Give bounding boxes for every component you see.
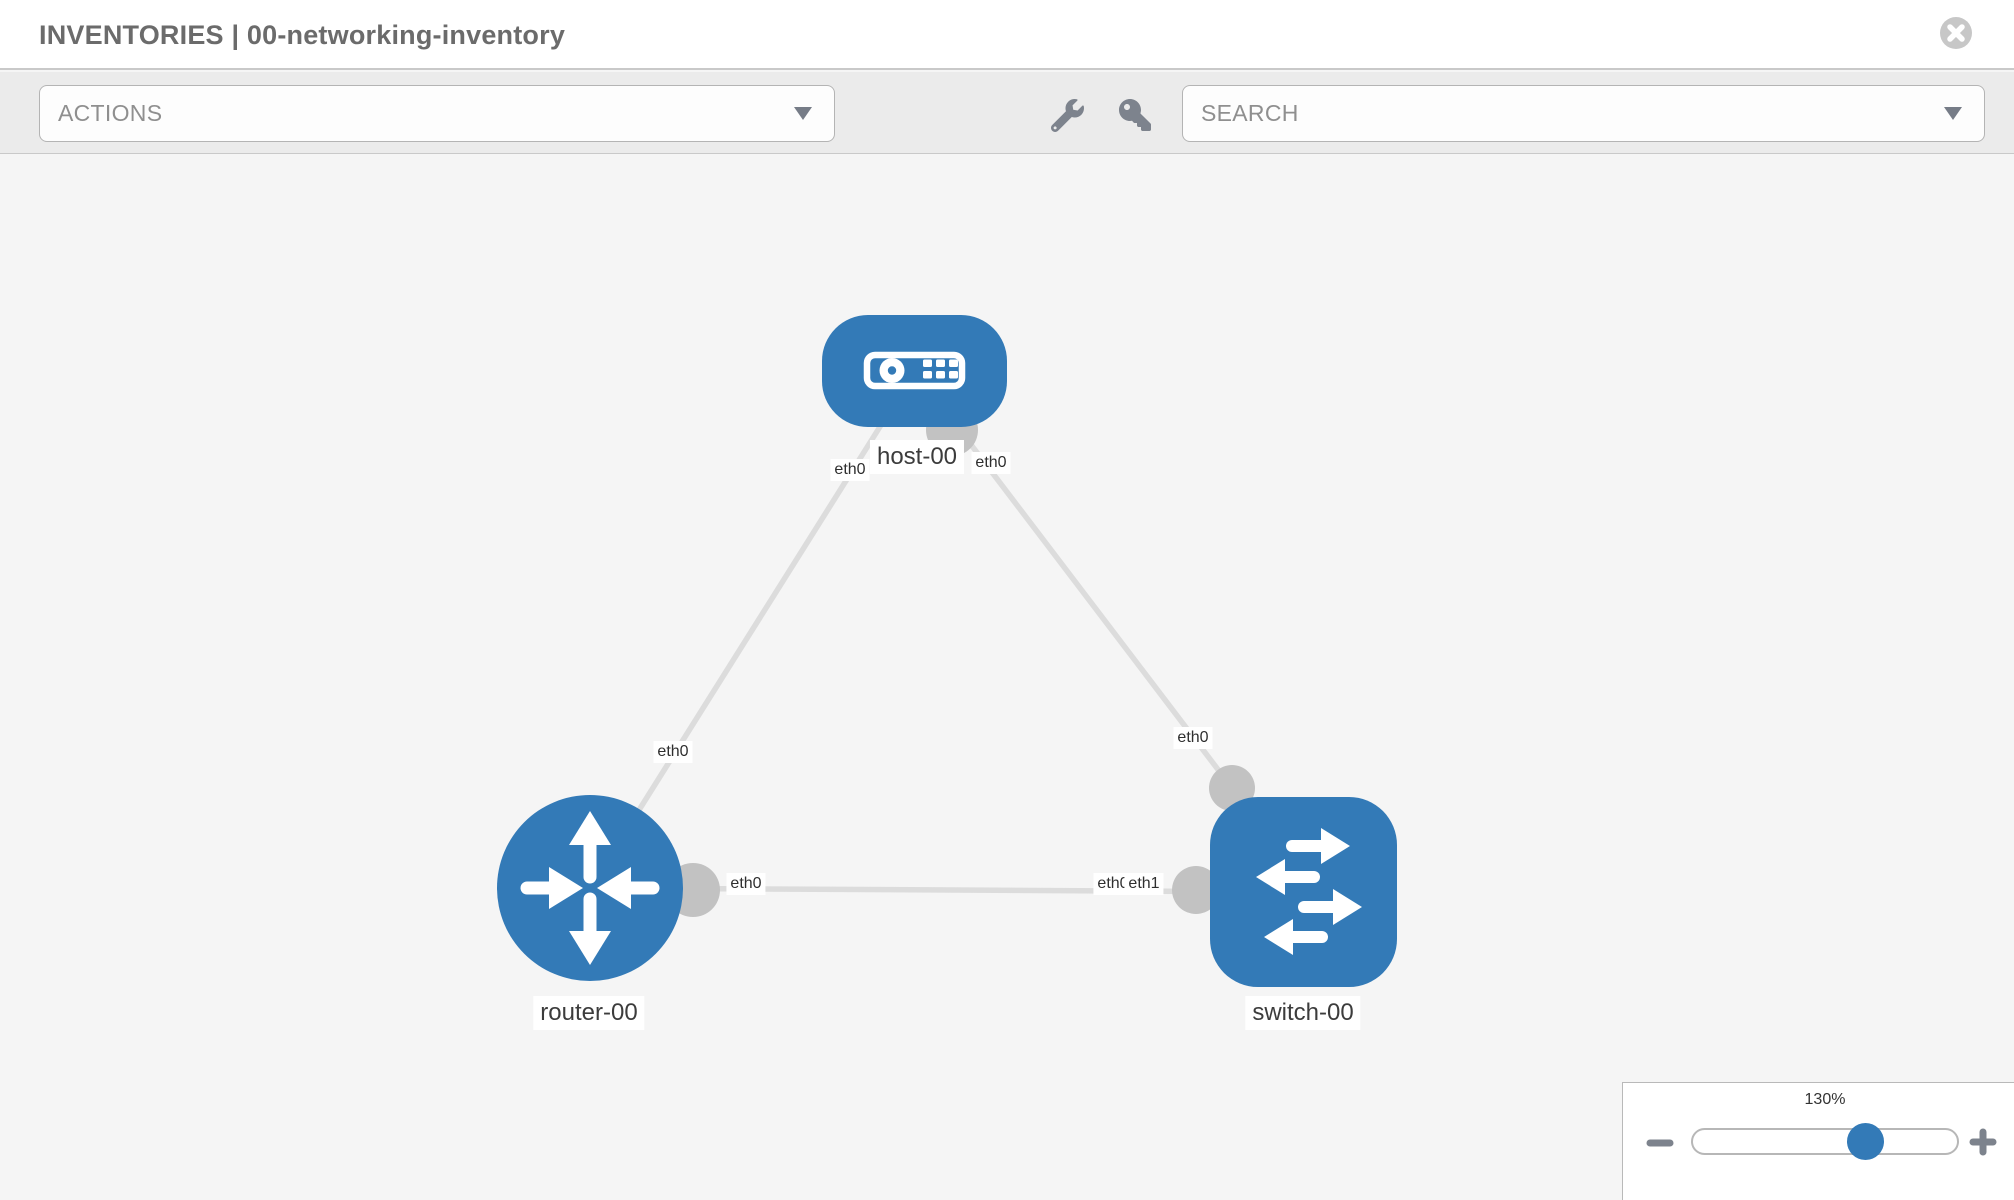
zoom-in-button[interactable]	[1969, 1128, 1997, 1156]
node-label-switch-00: switch-00	[1245, 996, 1361, 1030]
link-host00-router00[interactable]	[587, 369, 918, 890]
key-icon	[1119, 99, 1151, 131]
search-dropdown-label: SEARCH	[1201, 100, 1299, 126]
interface-connector-switch00-left	[1172, 866, 1220, 914]
router-icon	[497, 795, 683, 981]
switch-icon	[1256, 828, 1362, 955]
chevron-down-icon	[1944, 107, 1962, 120]
plus-icon	[1969, 1128, 1997, 1156]
actions-dropdown-label: ACTIONS	[58, 100, 163, 126]
wrench-icon	[1050, 99, 1084, 133]
chevron-down-icon	[794, 107, 812, 120]
zoom-panel: 130%	[1622, 1082, 2014, 1200]
topology-canvas[interactable]: host-00 router-00 switch-00 eth0 eth0 et…	[0, 155, 2014, 1200]
node-router-00[interactable]	[497, 795, 683, 981]
interface-label-host00-eth0-right: eth0	[971, 452, 1011, 474]
node-host-00[interactable]	[822, 315, 1007, 427]
page-title: INVENTORIES | 00-networking-inventory	[39, 20, 566, 50]
zoom-slider[interactable]	[1691, 1123, 1959, 1160]
header: INVENTORIES | 00-networking-inventory	[0, 0, 2014, 70]
close-button[interactable]	[1939, 16, 1973, 50]
node-label-host-00: host-00	[869, 440, 965, 474]
zoom-level-value: 130%	[1804, 1091, 1846, 1108]
interface-label-switch00-eth1: eth1	[1124, 873, 1164, 895]
interface-label-switch00-eth0-occluded: eth0	[1093, 873, 1133, 895]
zoom-out-button[interactable]	[1646, 1134, 1674, 1152]
node-label-router-00: router-00	[533, 996, 645, 1030]
interface-label-switch00-eth0-top: eth0	[1173, 727, 1213, 749]
close-icon	[1940, 17, 1972, 49]
actions-dropdown[interactable]: ACTIONS	[39, 85, 835, 142]
toolbar: ACTIONS SEARCH	[0, 72, 2014, 154]
interface-label-router00-eth0-up: eth0	[653, 741, 693, 763]
node-switch-00[interactable]	[1210, 797, 1397, 987]
interface-label-host00-eth0-left: eth0	[830, 459, 870, 481]
interface-label-router00-eth0-side: eth0	[726, 873, 766, 895]
wrench-button[interactable]	[1050, 99, 1084, 133]
links-layer	[587, 369, 1304, 917]
zoom-slider-thumb[interactable]	[1847, 1123, 1884, 1160]
search-dropdown[interactable]: SEARCH	[1182, 85, 1985, 142]
host-icon	[863, 351, 966, 390]
minus-icon	[1646, 1139, 1674, 1147]
key-button[interactable]	[1118, 99, 1152, 133]
